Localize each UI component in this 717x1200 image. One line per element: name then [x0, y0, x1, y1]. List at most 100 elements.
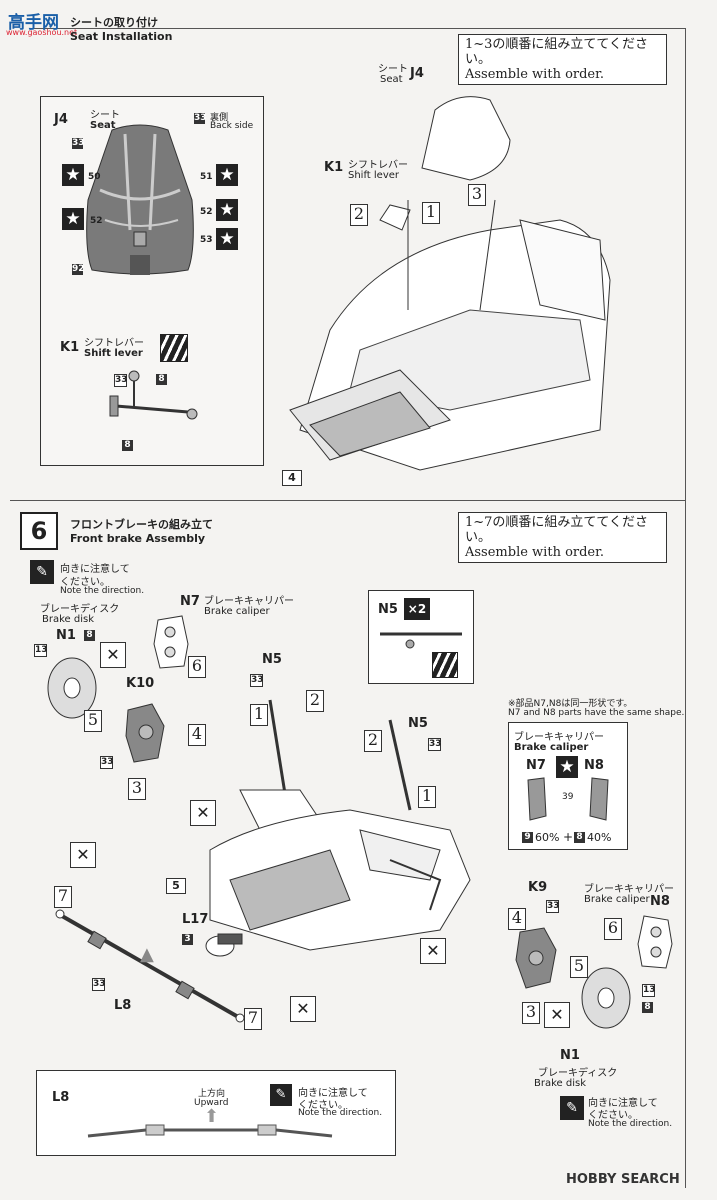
brake-part-ref-5: 5	[166, 878, 186, 894]
k9-decal-33: 33	[546, 900, 560, 913]
upward-arrow-icon: ▲	[140, 944, 154, 965]
caliper-box-decal: 39	[562, 792, 574, 802]
star-icon: ★	[216, 199, 238, 221]
right-note-jp-1: 向きに注意して	[588, 1098, 658, 1109]
brake-title-en: Front brake Assembly	[70, 532, 206, 545]
left-disk-jp: ブレーキディスク	[40, 604, 120, 615]
no-glue-icon: ✕	[190, 800, 216, 826]
upright-k9-drawing	[515, 927, 557, 989]
back-side-en: Back side	[210, 121, 254, 131]
seat-order-jp: 1~3の順番に組み立ててください。	[465, 37, 649, 67]
right-disk-code: N1	[560, 1048, 580, 1063]
caliper-n7-jp: ブレーキキャリパー	[204, 596, 294, 607]
brake-step-7-left: 7	[54, 886, 72, 908]
inset-shift-jp: シフトレバー	[84, 338, 144, 349]
step-number-6: 6	[20, 512, 58, 550]
direction-note-icon: ✎	[560, 1096, 584, 1120]
front-chassis-drawing	[209, 699, 471, 951]
direction-note-icon: ✎	[270, 1084, 292, 1106]
upright-k10-drawing	[125, 703, 165, 763]
decal-33: 33	[72, 138, 85, 149]
caliper-n8-drawing	[637, 915, 673, 969]
top-border	[30, 28, 685, 29]
l8-code: L8	[114, 998, 132, 1013]
right-disk-decal-8: 8	[642, 1002, 653, 1013]
no-glue-icon: ✕	[70, 842, 96, 868]
caliper-box-en: Brake caliper	[514, 742, 589, 753]
n5-right-code: N5	[408, 716, 428, 731]
caliper-n7-code: N7	[180, 594, 200, 609]
brake-order-en: Assemble with order.	[465, 545, 605, 560]
chassis-seat-drawing	[289, 96, 611, 471]
inset-seat-en: Seat	[90, 120, 116, 131]
n5-left-code: N5	[262, 652, 282, 667]
l8-inset-code: L8	[52, 1090, 70, 1105]
diagram-seat-jp: シート	[378, 64, 408, 75]
brake-step-4-right: 4	[508, 908, 526, 930]
brake-step-3-right: 3	[522, 1002, 540, 1024]
mix-a-number: 9	[522, 832, 533, 843]
diagram-shift-en: Shift lever	[348, 170, 400, 181]
direction-note-jp-1: 向きに注意して	[60, 564, 130, 575]
caliper-n7-en: Brake caliper	[204, 606, 270, 617]
l8-decal-33: 33	[92, 978, 106, 991]
left-brake-disk	[47, 657, 97, 719]
caliper-n8-jp: ブレーキキャリパー	[584, 884, 674, 895]
section-divider	[10, 500, 685, 501]
brake-step-2-left: 2	[306, 690, 324, 712]
brake-step-2-right: 2	[364, 730, 382, 752]
caliper-n8-en: Brake caliper	[584, 894, 650, 905]
mix-b-percent: 40%	[587, 831, 612, 844]
diagram-shift-jp: シフトレバー	[348, 160, 408, 171]
caliper-box-left: N7	[526, 758, 546, 773]
n5-quantity: ×2	[404, 598, 430, 620]
seat-title-jp: シートの取り付け	[70, 16, 158, 29]
n5-left-decal-33: 33	[250, 674, 264, 687]
caliper-box-jp: ブレーキキャリパー	[514, 732, 604, 743]
l8-note-jp-1: 向きに注意して	[298, 1088, 368, 1099]
mix-a-percent: 60%	[535, 831, 560, 844]
direction-note-en: Note the direction.	[60, 586, 145, 596]
seat-back-drawing	[86, 124, 194, 275]
upward-arrow-icon: ⬆	[204, 1106, 220, 1127]
direction-note-icon: ✎	[30, 560, 54, 584]
no-glue-icon: ✕	[100, 642, 126, 668]
l17-decal-3: 3	[182, 934, 193, 945]
l8-note-en: Note the direction.	[298, 1108, 383, 1118]
l8-inset-rod	[87, 1124, 333, 1138]
right-disk-decal-13: 13	[642, 984, 656, 997]
inset-shift-code: K1	[60, 340, 80, 355]
decal-33-backside: 33	[194, 113, 207, 124]
decal-53: 53	[200, 235, 213, 245]
k10-decal-33: 33	[100, 756, 114, 769]
right-note-jp-2: ください。	[588, 1110, 638, 1121]
caliper-n8-code: N8	[650, 894, 670, 909]
star-icon: ★	[556, 756, 578, 778]
watermark-logo: 高手网	[8, 13, 59, 33]
no-glue-icon: ✕	[290, 996, 316, 1022]
star-icon: ★	[62, 164, 84, 186]
seat-part-ref-4: 4	[282, 470, 302, 486]
brake-step-1-left: 1	[250, 704, 268, 726]
diagram-seat-code: J4	[410, 66, 424, 81]
footer-brand: HOBBY SEARCH	[566, 1172, 680, 1187]
brake-step-6-right: 6	[604, 918, 622, 940]
caliper-pair-drawing	[527, 777, 609, 821]
upward-en: Upward	[194, 1098, 229, 1108]
seat-step-3: 3	[468, 184, 486, 206]
right-brake-disk	[581, 967, 631, 1029]
n5-rod-drawing	[380, 632, 462, 649]
upward-jp: 上方向	[198, 1089, 226, 1099]
left-disk-decal-8: 8	[84, 630, 95, 641]
decal-51: 51	[200, 172, 213, 182]
seat-title-en: Seat Installation	[70, 30, 173, 43]
left-disk-code: N1	[56, 628, 76, 643]
watermark-url: www.gaoshou.net	[6, 28, 78, 37]
brake-title-jp: フロントブレーキの組み立て	[70, 518, 213, 531]
caliper-n7-drawing	[153, 615, 189, 669]
brake-step-5-right: 5	[570, 956, 588, 978]
direction-note-jp-2: ください。	[60, 577, 110, 588]
shift-lever-drawing	[109, 370, 198, 420]
l8-note-jp-2: ください。	[298, 1100, 348, 1111]
brake-step-4-left: 4	[188, 724, 206, 746]
